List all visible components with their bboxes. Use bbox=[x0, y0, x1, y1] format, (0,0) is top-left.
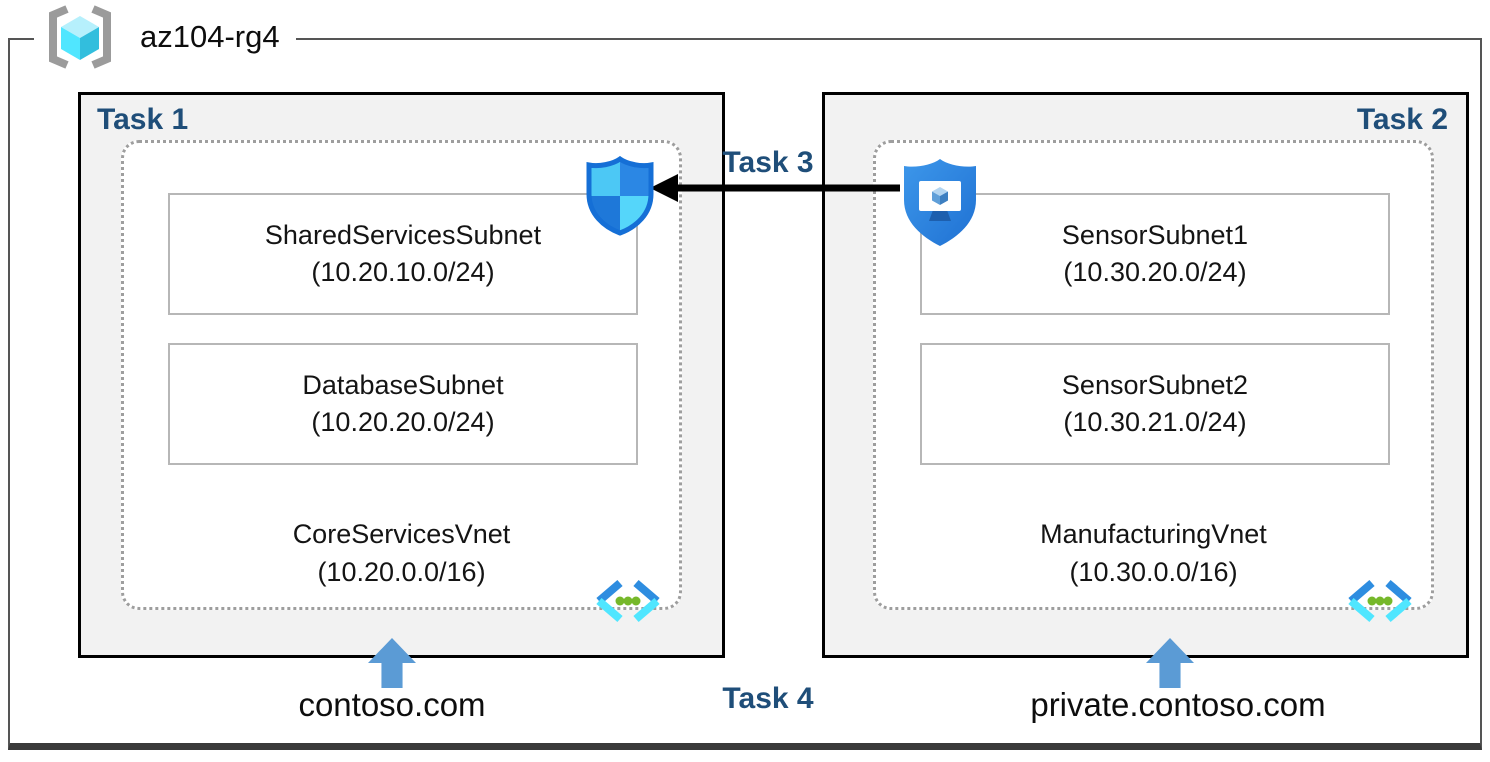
task4-label: Task 4 bbox=[722, 682, 814, 715]
subnet-name: DatabaseSubnet bbox=[302, 370, 504, 400]
subnet-cidr: (10.20.10.0/24) bbox=[311, 257, 495, 287]
application-security-group-shield-icon bbox=[904, 159, 976, 246]
contoso-dns-zone-label: contoso.com bbox=[298, 686, 486, 723]
resource-group-frame bbox=[8, 38, 1482, 750]
core-services-vnet-label: CoreServicesVnet (10.20.0.0/16) bbox=[124, 515, 679, 591]
private-contoso-dns-zone-label: private.contoso.com bbox=[1030, 686, 1326, 723]
vnet-cidr: (10.20.0.0/16) bbox=[317, 557, 486, 587]
task1-label: Task 1 bbox=[97, 103, 189, 136]
subnet-cidr: (10.30.20.0/24) bbox=[1063, 257, 1247, 287]
resource-group-header: az104-rg4 bbox=[34, 4, 296, 70]
task3-arrow bbox=[650, 174, 900, 202]
resource-group-icon bbox=[49, 5, 111, 69]
core-services-vnet-container: SharedServicesSubnet (10.20.10.0/24) Dat… bbox=[121, 140, 682, 623]
network-security-group-shield-icon bbox=[586, 156, 654, 236]
manufacturing-vnet-label: ManufacturingVnet (10.30.0.0/16) bbox=[876, 515, 1431, 591]
virtual-network-icon bbox=[593, 579, 663, 623]
vnet-cidr: (10.30.0.0/16) bbox=[1069, 557, 1238, 587]
database-subnet-box: DatabaseSubnet (10.20.20.0/24) bbox=[168, 343, 638, 465]
subnet-cidr: (10.30.21.0/24) bbox=[1063, 407, 1247, 437]
vnet-name: CoreServicesVnet bbox=[292, 519, 511, 549]
subnet-name: SensorSubnet2 bbox=[1061, 370, 1249, 400]
subnet-cidr: (10.20.20.0/24) bbox=[311, 407, 495, 437]
task2-label: Task 2 bbox=[1356, 103, 1448, 136]
vnet-name: ManufacturingVnet bbox=[1040, 519, 1267, 549]
sensor-subnet1-box: SensorSubnet1 (10.30.20.0/24) bbox=[920, 193, 1390, 315]
resource-group-title: az104-rg4 bbox=[140, 19, 280, 54]
subnet-name: SensorSubnet1 bbox=[1061, 220, 1249, 250]
shared-services-subnet-box: SharedServicesSubnet (10.20.10.0/24) bbox=[168, 193, 638, 315]
task3-label: Task 3 bbox=[722, 146, 814, 179]
sensor-subnet2-box: SensorSubnet2 (10.30.21.0/24) bbox=[920, 343, 1390, 465]
subnet-name: SharedServicesSubnet bbox=[264, 220, 542, 250]
virtual-network-icon bbox=[1345, 579, 1415, 623]
